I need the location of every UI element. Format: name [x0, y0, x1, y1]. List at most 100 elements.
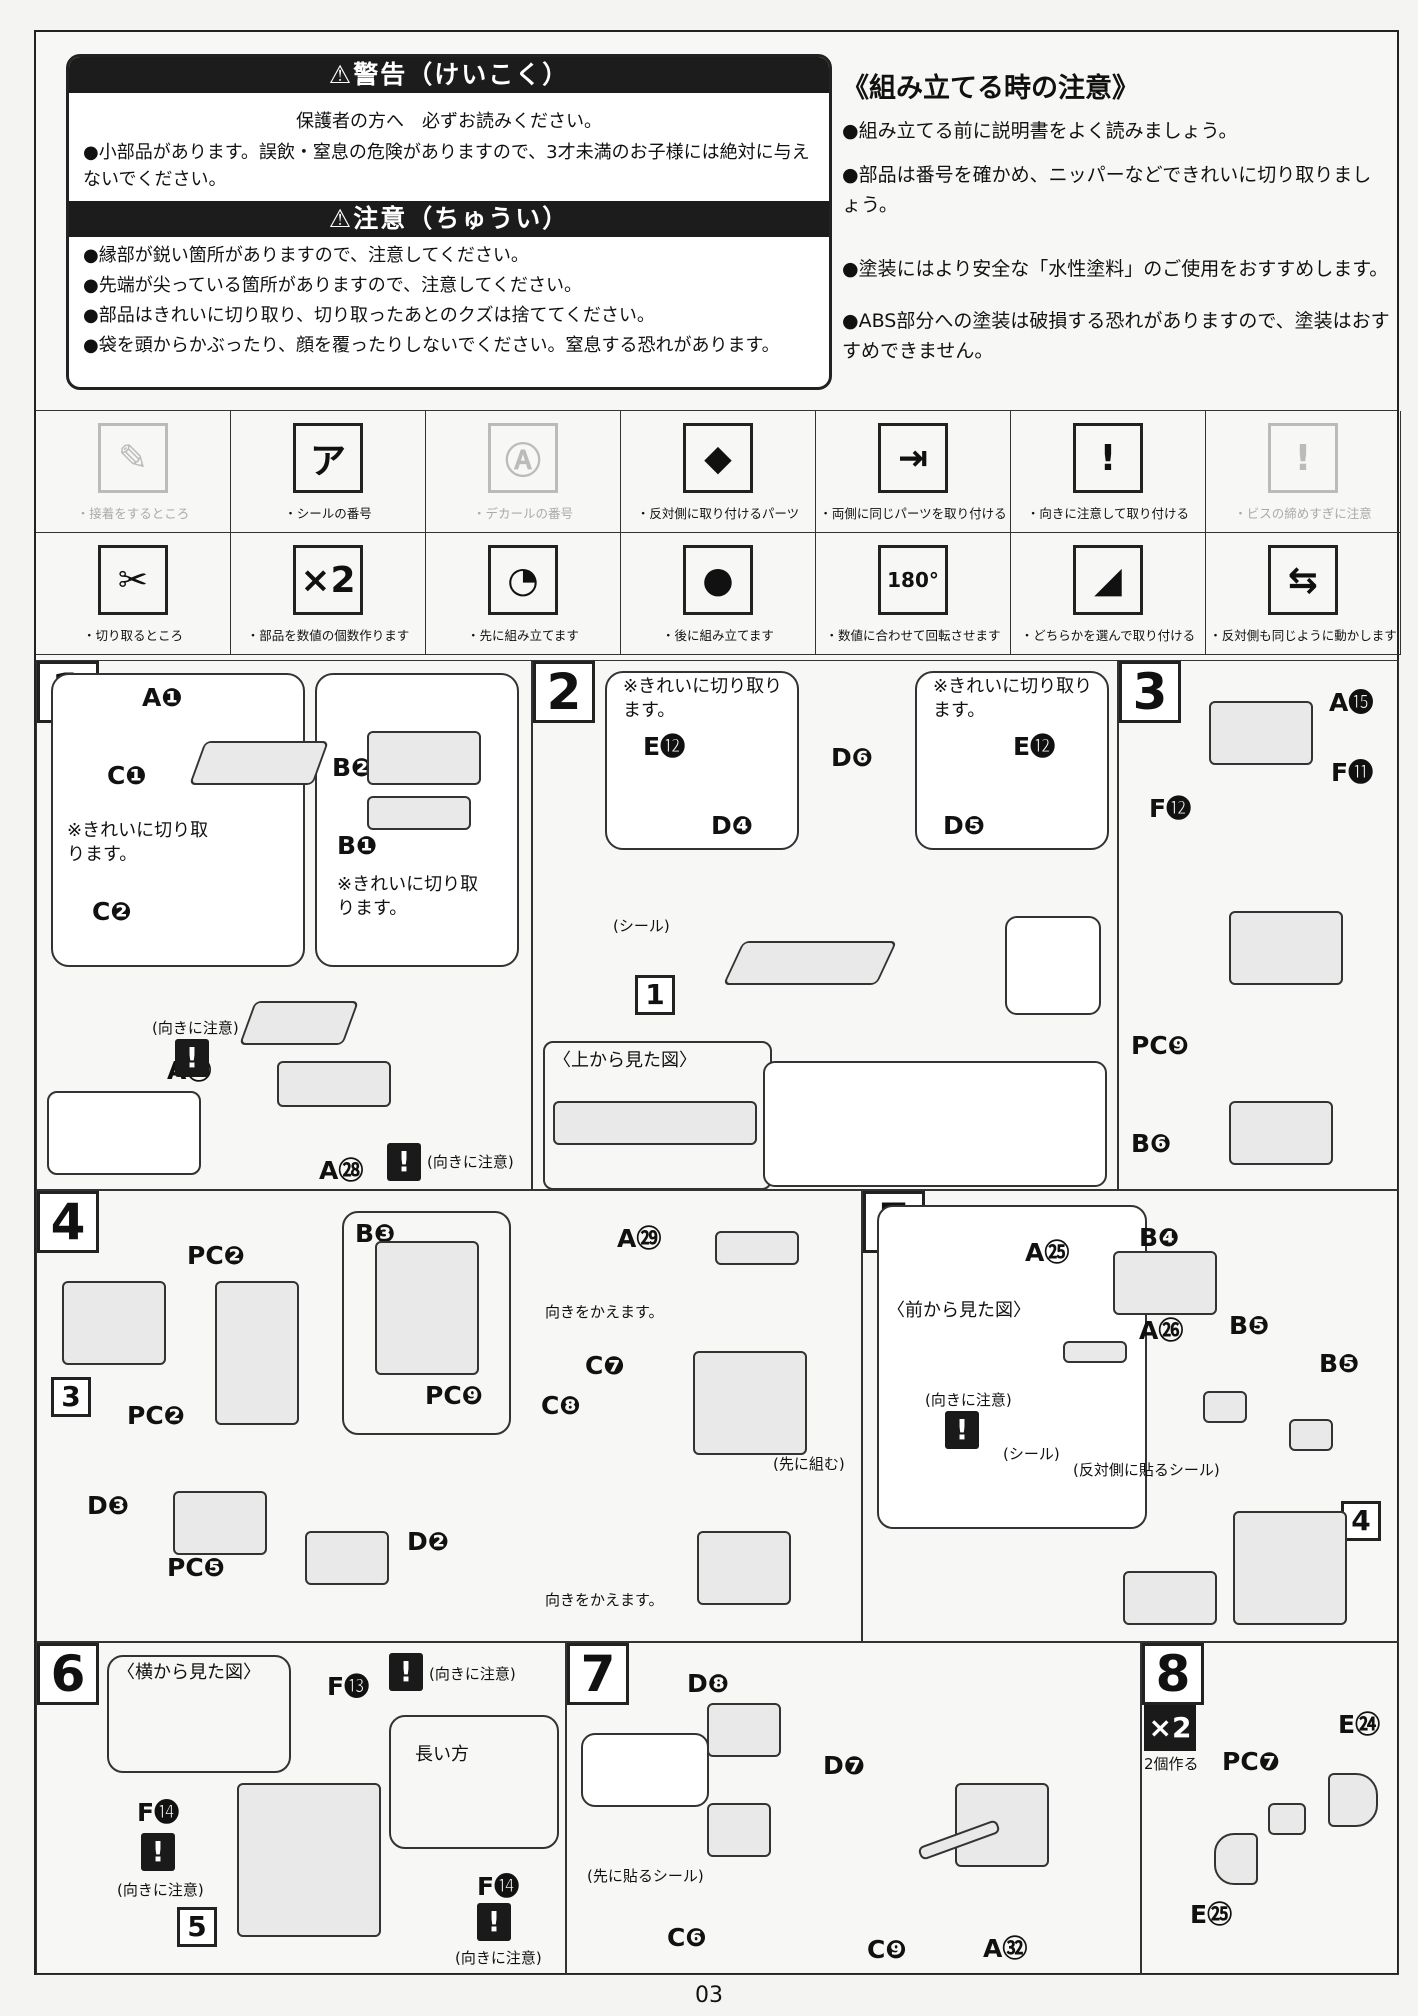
part-drawing	[367, 796, 471, 830]
assembly-note: ●塗装にはより安全な「水性塗料」のご使用をおすすめします。	[842, 258, 1389, 280]
part-label: D❹	[711, 811, 753, 840]
legend-cell: ✎・接着をするところ	[36, 411, 231, 533]
detail-bubble	[877, 1205, 1147, 1529]
note-text: ※きれいに切り取ります。	[337, 874, 479, 919]
assembly-notes-title: 《組み立てる時の注意》	[842, 73, 1139, 104]
step-2: 2 ※きれいに切り取ります。 ※きれいに切り取ります。 E⓬ D❹ E⓬ D❺ …	[532, 660, 1118, 1190]
part-label: D❼	[823, 1751, 865, 1780]
legend-label: ・反対側に取り付けるパーツ	[636, 506, 800, 521]
view-caption: 〈前から見た図〉	[887, 1300, 1031, 1321]
note-text: (シール)	[1003, 1445, 1060, 1463]
legend-label: ・反対側も同じように動かします	[1209, 628, 1397, 643]
legend-label: ・部品を数値の個数作ります	[246, 628, 410, 643]
note-text: (向きに注意)	[925, 1391, 1012, 1409]
decal-icon: Ⓐ	[488, 423, 558, 493]
nipper-icon: ✂	[98, 545, 168, 615]
part-drawing	[1229, 911, 1343, 985]
step-reference: 3	[51, 1377, 91, 1417]
warning-subtitle: 保護者の方へ 必ずお読みください。	[296, 111, 602, 132]
note-text: ※きれいに切り取ります。	[67, 820, 209, 865]
part-label: E㉕	[1190, 1900, 1233, 1929]
instruction-page: ⚠警告（けいこく） 保護者の方へ 必ずお読みください。 ●小部品があります。誤飲…	[34, 30, 1401, 1975]
note-text: (シール)	[613, 917, 670, 935]
legend-label: ・後に組み立てます	[662, 628, 774, 643]
part-drawing	[238, 1001, 360, 1045]
note-text: (向きに注意)	[429, 1665, 516, 1683]
legend-cell: ● ・後に組み立てます	[621, 533, 816, 655]
part-label: PC❾	[425, 1381, 483, 1410]
note-text: 向きをかえます。	[545, 1591, 664, 1609]
legend-cell: 180°・数値に合わせて回転させます	[816, 533, 1011, 655]
assemble-first-icon: ◔	[488, 545, 558, 615]
view-caption: 〈上から見た図〉	[553, 1050, 697, 1071]
legend-cell: ✂ ・切り取るところ	[36, 533, 231, 655]
part-drawing	[697, 1531, 791, 1605]
note-text: (向きに注意)	[152, 1019, 239, 1037]
part-label: E⓬	[1013, 732, 1056, 761]
legend-cell: ◆・反対側に取り付けるパーツ	[621, 411, 816, 533]
part-label: A㉜	[983, 1934, 1028, 1963]
part-drawing	[715, 1231, 799, 1265]
caution-line: ●部品はきれいに切り取り、切り取ったあとのクズは捨ててください。	[83, 305, 655, 326]
part-label: C❻	[667, 1923, 707, 1952]
assembly-note: ●ABS部分への塗装は破損する恐れがありますので、塗装はおすすめできません。	[842, 310, 1390, 362]
legend-cell: ア・シールの番号	[231, 411, 426, 533]
part-drawing	[1203, 1391, 1247, 1423]
part-label: F⓫	[1331, 758, 1374, 787]
legend-cell: !・ビスの締めすぎに注意	[1206, 411, 1401, 533]
part-label: A❶	[142, 683, 183, 712]
step-reference: 5	[177, 1907, 217, 1947]
view-caption: 〈横から見た図〉	[117, 1662, 261, 1683]
part-label: D❻	[831, 743, 873, 772]
part-drawing	[1289, 1419, 1333, 1451]
detail-bubble	[763, 1061, 1107, 1187]
step-6: 6 F⓭ F⓮ F⓮ 〈横から見た図〉 ! (向きに注意) 長い方 ! (向きに…	[36, 1642, 566, 1975]
assemble-later-icon: ●	[683, 545, 753, 615]
part-label: PC❷	[127, 1401, 185, 1430]
part-label: PC❷	[187, 1241, 245, 1270]
legend-cell: ⇥・両側に同じパーツを取り付ける	[816, 411, 1011, 533]
assembly-note: ●部品は番号を確かめ、ニッパーなどできれいに切り取りましょう。	[842, 164, 1372, 216]
legend-label: ・数値に合わせて回転させます	[825, 628, 1001, 643]
caution-title: ⚠注意（ちゅうい）	[69, 201, 829, 237]
note-text: 向きをかえます。	[545, 1303, 664, 1321]
direction-caution-icon: !	[175, 1039, 209, 1077]
legend-cell: ◔ ・先に組み立てます	[426, 533, 621, 655]
detail-bubble	[543, 1041, 772, 1190]
step-7: 7 D❽ D❼ C❻ C❾ A㉜ (先に貼るシール)	[566, 1642, 1141, 1975]
part-drawing	[62, 1281, 166, 1365]
legend-label: ・どちらかを選んで取り付ける	[1020, 628, 1196, 643]
part-label: B❶	[337, 831, 378, 860]
step-number: 7	[567, 1643, 629, 1705]
step-number: 3	[1119, 661, 1181, 723]
legend-label: ・先に組み立てます	[467, 628, 579, 643]
legend-label: ・向きに注意して取り付ける	[1026, 506, 1190, 521]
detail-bubble	[915, 671, 1109, 850]
detail-bubble	[107, 1655, 291, 1773]
part-label: A㉖	[1139, 1316, 1184, 1345]
step-number: 6	[37, 1643, 99, 1705]
part-drawing	[693, 1351, 807, 1455]
part-label: F⓮	[137, 1798, 180, 1827]
warning-line: ●小部品があります。誤飲・窒息の危険がありますので、3才未満のお子様には絶対に与…	[83, 142, 810, 190]
part-drawing	[237, 1783, 381, 1937]
step-reference: 4	[1341, 1501, 1381, 1541]
legend-label: ・切り取るところ	[82, 628, 183, 643]
part-label: A㉘	[319, 1156, 364, 1185]
part-drawing	[375, 1241, 479, 1375]
part-label: C❾	[867, 1935, 907, 1964]
note-text: ※きれいに切り取ります。	[933, 676, 1093, 721]
page-number: 03	[695, 1983, 723, 2008]
part-drawing	[955, 1783, 1049, 1867]
part-label: C❷	[92, 897, 132, 926]
part-label: D❷	[407, 1527, 449, 1556]
part-label: B❺	[1229, 1311, 1270, 1340]
legend-label: ・デカールの番号	[472, 506, 573, 521]
detail-bubble	[47, 1091, 201, 1175]
note-text: (向きに注意)	[427, 1153, 514, 1171]
part-drawing	[722, 941, 898, 985]
part-drawing	[1123, 1571, 1217, 1625]
legend-label: ・両側に同じパーツを取り付ける	[819, 506, 1007, 521]
step-8: 8 ×2 2個作る E㉔ PC❼ E㉕	[1141, 1642, 1399, 1975]
legend-cell: !・向きに注意して取り付ける	[1011, 411, 1206, 533]
